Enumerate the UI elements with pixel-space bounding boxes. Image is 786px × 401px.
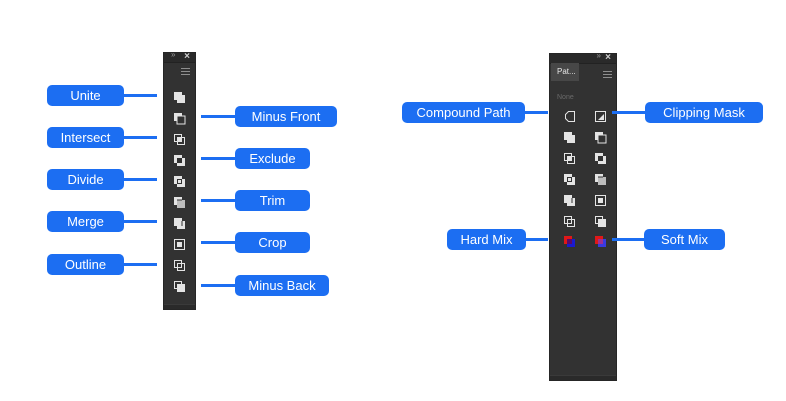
panel-header: » × — [550, 51, 616, 64]
divide-icon[interactable] — [564, 174, 576, 186]
unite-icon[interactable] — [174, 92, 186, 104]
minus-front-icon[interactable] — [174, 113, 186, 125]
minus-front-icon[interactable] — [595, 132, 607, 144]
merge-connector — [124, 220, 157, 223]
intersect-connector — [124, 136, 157, 139]
pathfinder-extended-panel: » × Pat... None — [549, 51, 617, 381]
intersect-icon[interactable] — [564, 153, 576, 165]
soft-mix-icon[interactable] — [595, 236, 607, 248]
compound-path-connector — [525, 111, 548, 114]
panel-menu-icon[interactable] — [181, 68, 190, 75]
unite-connector — [124, 94, 157, 97]
exclude-icon[interactable] — [174, 155, 186, 167]
intersect-icon[interactable] — [174, 134, 186, 146]
collapse-icon[interactable]: » — [596, 51, 602, 60]
merge-label: Merge — [47, 211, 124, 232]
trim-icon[interactable] — [174, 197, 186, 209]
panel-header: » × — [164, 50, 195, 63]
panel-menu-icon[interactable] — [603, 71, 612, 78]
outline-connector — [124, 263, 157, 266]
minus-back-label: Minus Back — [235, 275, 329, 296]
clipping-mask-icon[interactable] — [595, 111, 607, 123]
soft-mix-label: Soft Mix — [644, 229, 725, 250]
none-label: None — [557, 94, 574, 101]
pathfinder-panel: » × — [163, 50, 196, 310]
exclude-label: Exclude — [235, 148, 310, 169]
crop-icon[interactable] — [174, 239, 186, 251]
unite-label: Unite — [47, 85, 124, 106]
clipping-mask-connector — [612, 111, 645, 114]
tab-pathfinder[interactable]: Pat... — [551, 63, 579, 81]
compound-path-label: Compound Path — [402, 102, 525, 123]
divide-label: Divide — [47, 169, 124, 190]
trim-icon[interactable] — [595, 174, 607, 186]
exclude-connector — [201, 157, 235, 160]
merge-icon[interactable] — [174, 218, 186, 230]
crop-icon[interactable] — [595, 195, 607, 207]
minus-front-label: Minus Front — [235, 106, 337, 127]
compound-path-icon[interactable] — [564, 111, 576, 123]
hard-mix-connector — [526, 238, 548, 241]
outline-icon[interactable] — [174, 260, 186, 272]
soft-mix-connector — [612, 238, 644, 241]
clipping-mask-label: Clipping Mask — [645, 102, 763, 123]
exclude-icon[interactable] — [595, 153, 607, 165]
collapse-icon[interactable]: » — [171, 50, 176, 59]
outline-icon[interactable] — [564, 216, 576, 228]
minus-back-connector — [201, 284, 235, 287]
minus-front-connector — [201, 115, 235, 118]
close-icon[interactable]: × — [184, 51, 190, 62]
intersect-label: Intersect — [47, 127, 124, 148]
trim-connector — [201, 199, 235, 202]
crop-label: Crop — [235, 232, 310, 253]
divide-connector — [124, 178, 157, 181]
hard-mix-icon[interactable] — [564, 236, 576, 248]
divide-icon[interactable] — [174, 176, 186, 188]
trim-label: Trim — [235, 190, 310, 211]
panel-resize-grip[interactable] — [164, 304, 195, 309]
close-icon[interactable]: × — [605, 52, 611, 63]
merge-icon[interactable] — [564, 195, 576, 207]
outline-label: Outline — [47, 254, 124, 275]
panel-resize-grip[interactable] — [550, 375, 616, 380]
minus-back-icon[interactable] — [595, 216, 607, 228]
unite-icon[interactable] — [564, 132, 576, 144]
hard-mix-label: Hard Mix — [447, 229, 526, 250]
minus-back-icon[interactable] — [174, 281, 186, 293]
crop-connector — [201, 241, 235, 244]
